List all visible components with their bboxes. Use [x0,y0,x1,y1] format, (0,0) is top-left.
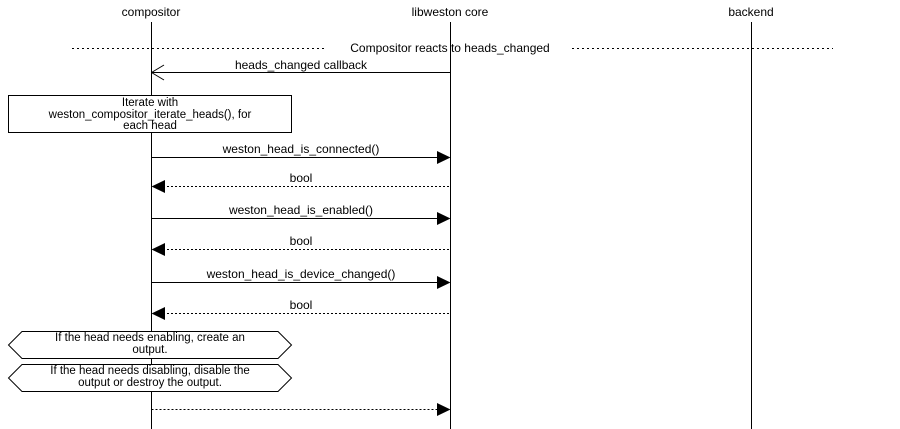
divider-label: Compositor reacts to heads_changed [350,41,549,55]
note-hexagon-disabling [7,364,293,392]
note-line-1: Iterate with [122,97,178,109]
note-disabling-line-1: If the head needs disabling, disable the [50,365,249,377]
note-head-needs-disabling: If the head needs disabling, disable the… [7,364,293,392]
note-line-3: each head [123,120,177,132]
message-weston-head-is-enabled: weston_head_is_enabled() [151,203,451,225]
arrowhead-filled-left-2 [151,243,165,256]
lifelines-group [151,22,752,429]
message-label-weston-head-is-connected: weston_head_is_connected() [222,142,380,156]
arrowhead-filled-left-3 [151,307,165,320]
message-heads-changed-callback: heads_changed callback [151,58,451,81]
note-head-needs-enabling: If the head needs enabling, create an ou… [7,331,293,359]
note-enabling-line-2: output. [132,344,167,356]
note-box-rect [8,95,292,133]
message-weston-head-is-connected: weston_head_is_connected() [151,142,451,164]
message-label-weston-head-is-enabled: weston_head_is_enabled() [228,203,373,217]
arrowhead-filled-left-1 [151,180,165,193]
note-line-2: weston_compositor_iterate_heads(), for [48,109,252,121]
message-final-dotted [151,403,451,416]
arrowhead-filled-right-4 [437,403,451,416]
note-disabling-line-2: output or destroy the output. [78,377,222,389]
message-label-heads-changed-callback: heads_changed callback [235,58,368,72]
note-iterate-heads: Iterate with weston_compositor_iterate_h… [8,95,292,133]
participant-label-libweston-core[interactable]: libweston core [412,5,489,19]
message-label-bool-1: bool [290,171,313,185]
message-label-bool-2: bool [290,234,313,248]
message-label-bool-3: bool [290,298,313,312]
message-label-weston-head-is-device-changed: weston_head_is_device_changed() [206,267,396,281]
participant-label-compositor[interactable]: compositor [122,5,181,19]
divider-compositor-reacts: Compositor reacts to heads_changed [72,41,833,55]
message-bool-return-3: bool [151,298,451,320]
arrowhead-open-left-1 [151,64,165,81]
arrowhead-filled-right-1 [437,151,451,164]
message-bool-return-1: bool [151,171,451,193]
arrowhead-filled-right-3 [437,276,451,289]
participant-label-backend[interactable]: backend [728,5,773,19]
message-weston-head-is-device-changed: weston_head_is_device_changed() [151,267,451,289]
note-hexagon-enabling [7,331,293,359]
note-enabling-line-1: If the head needs enabling, create an [55,332,245,344]
message-bool-return-2: bool [151,234,451,256]
arrowhead-filled-right-2 [437,212,451,225]
participant-headers: compositor libweston core backend [122,5,774,19]
